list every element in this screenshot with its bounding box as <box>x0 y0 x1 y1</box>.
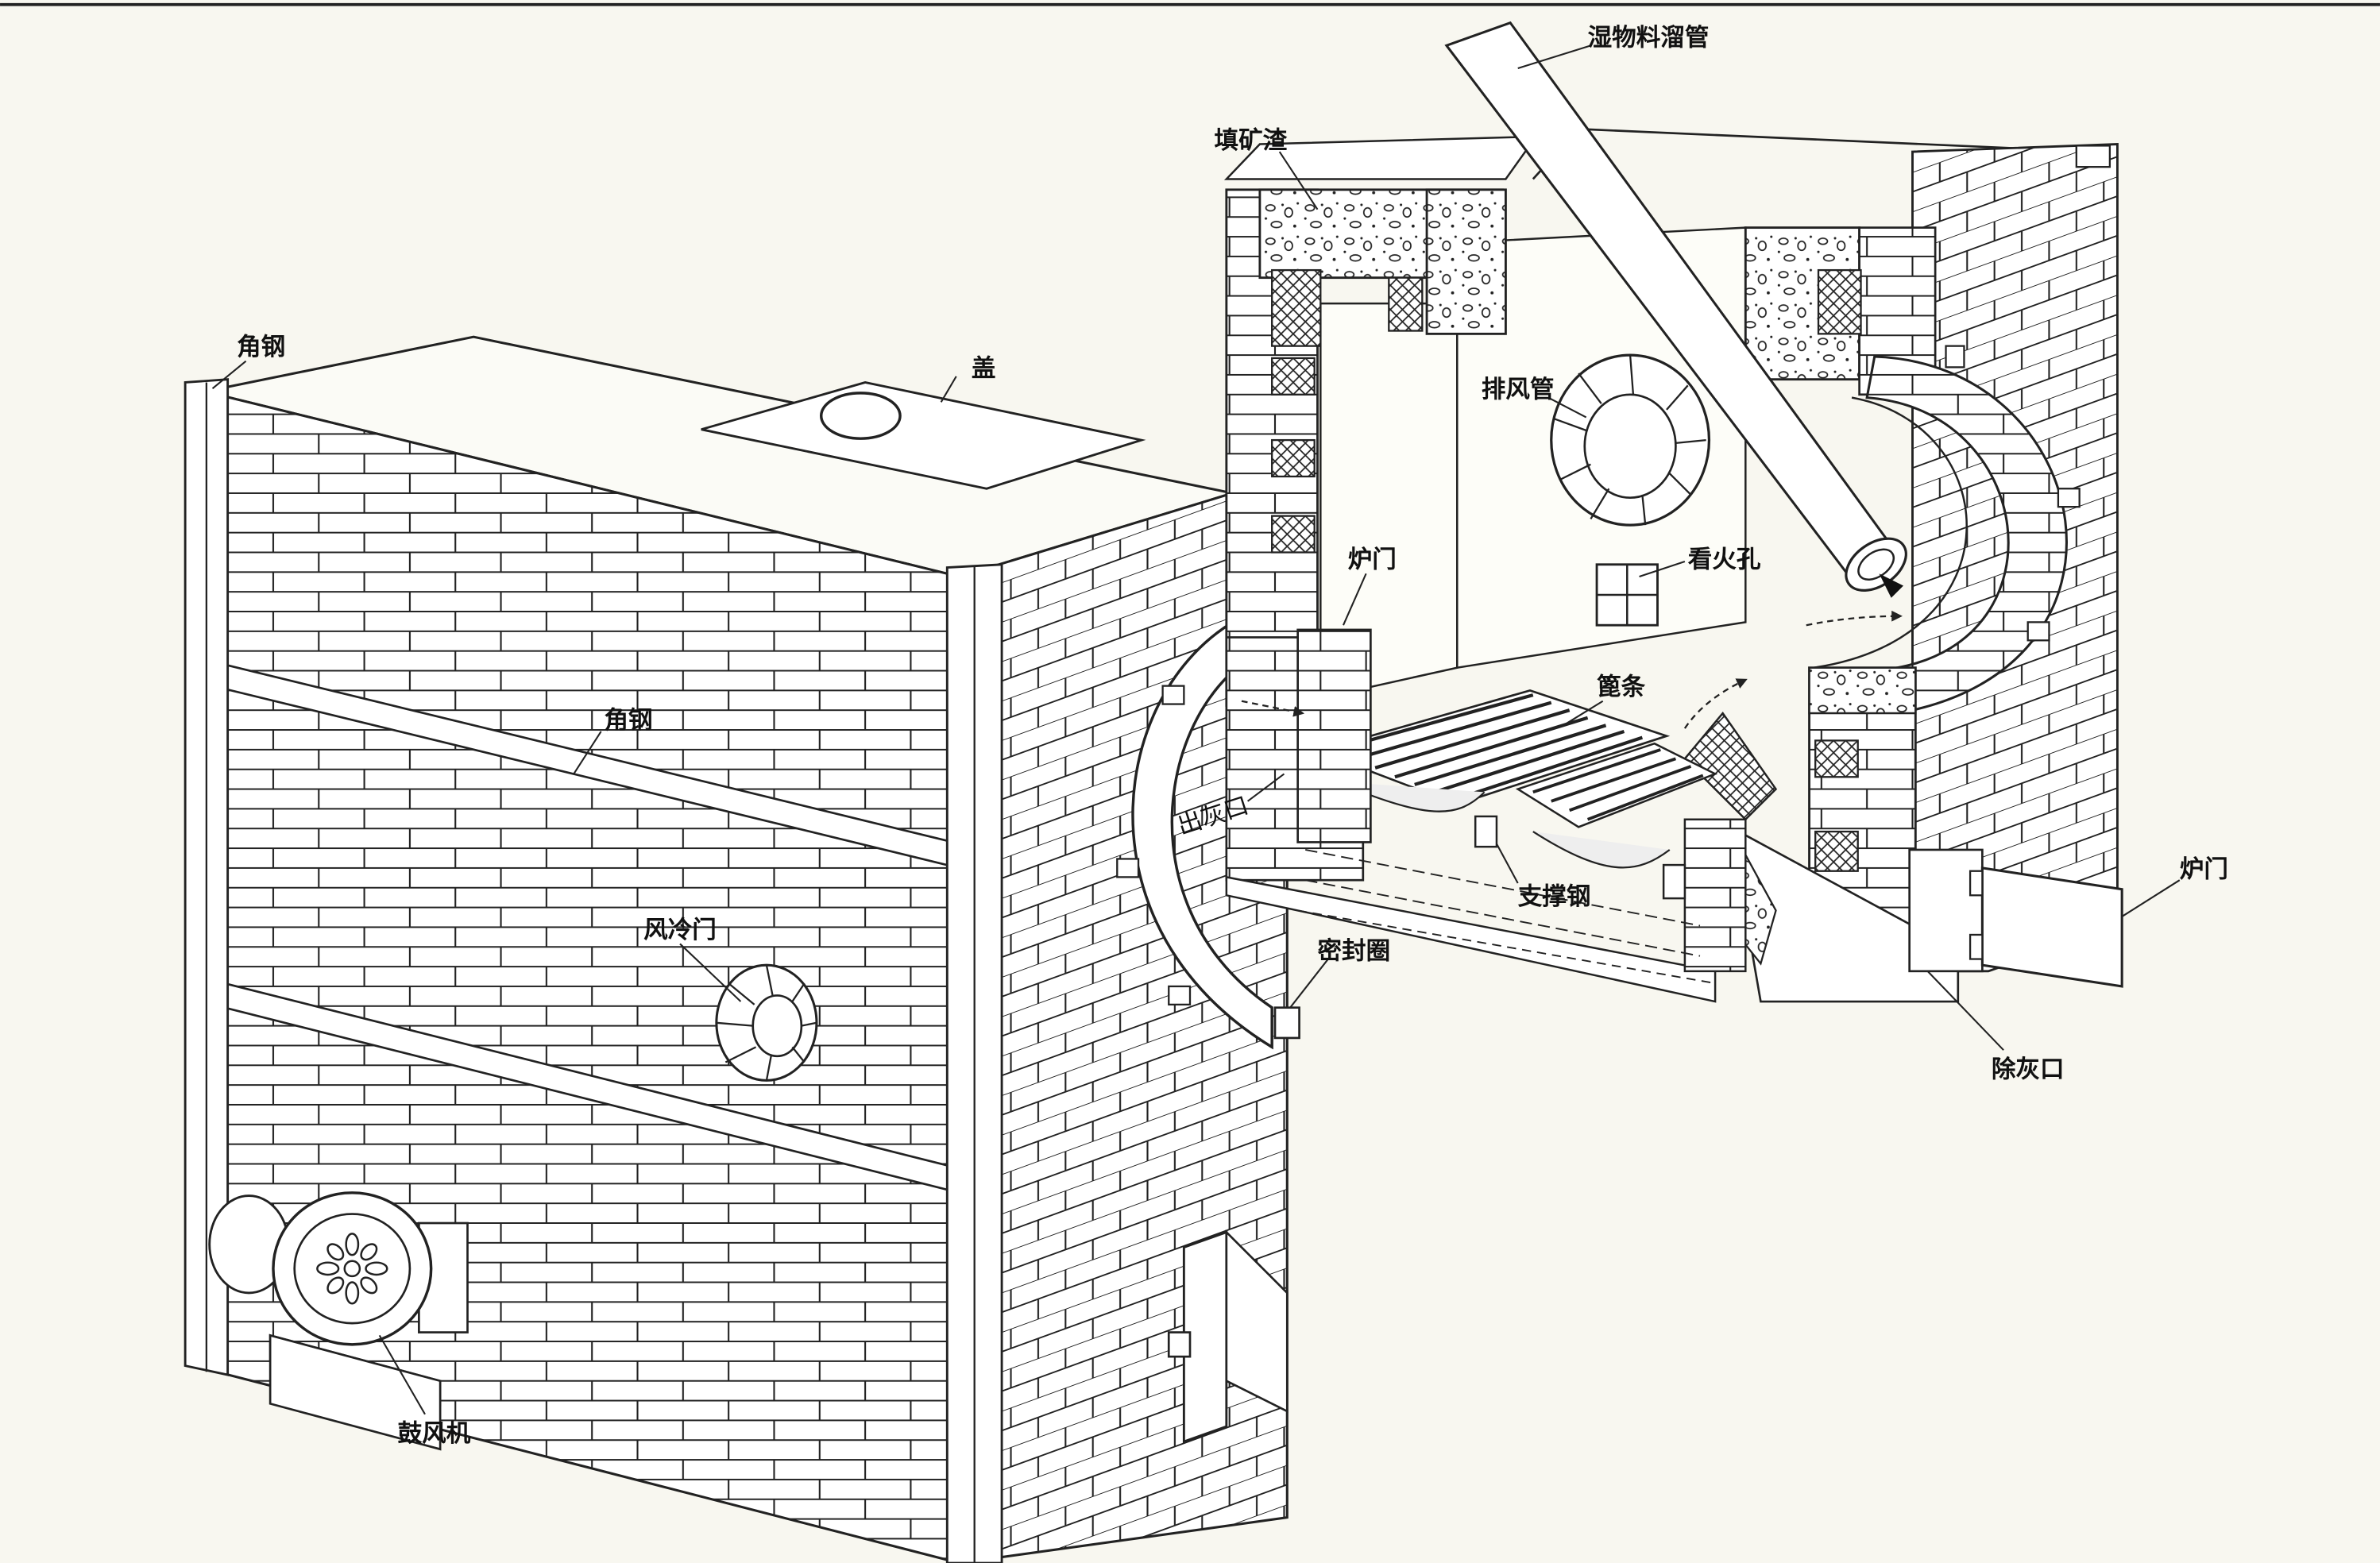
label-furnace-door-left: 炉门 <box>1348 546 1397 574</box>
label-slag-fill: 填矿渣 <box>1215 126 1288 155</box>
hatch-left-3 <box>1271 438 1316 478</box>
leader-wet-feed-chute <box>1517 44 1591 69</box>
blower-fan-icon <box>316 1233 388 1305</box>
labels: 湿物料溜管 填矿渣 角钢 盖 排风管 炉门 看火孔 角钢 篦条 出灰口 风冷门 … <box>237 24 2228 1448</box>
right-door-hinge-1 <box>1969 870 1984 897</box>
seal-ring <box>1116 597 1308 1050</box>
floor-dash-line <box>1297 909 1716 985</box>
hatch-top-1 <box>1388 276 1424 332</box>
leader-seal-ring <box>1289 958 1329 1009</box>
leader-exhaust-pipe <box>1547 396 1587 419</box>
right-furnace-door <box>1980 866 2123 988</box>
airflow-arrow-3 <box>1806 610 1903 627</box>
label-furnace-door-right: 炉门 <box>2180 855 2228 883</box>
hatch-right-top <box>1817 268 1862 335</box>
hatch-left-1 <box>1271 268 1322 347</box>
slag-fill-center <box>1425 188 1507 335</box>
label-ash-removal-port: 除灰口 <box>1992 1056 2065 1084</box>
furnace-floor <box>1225 875 1717 1003</box>
label-exhaust-pipe: 排风管 <box>1482 376 1555 404</box>
left-furnace-body <box>184 335 1308 1563</box>
wet-feed-chute <box>1444 21 1907 598</box>
right-door-hinge-2 <box>1969 933 1984 960</box>
right-corner-cap <box>2075 145 2111 168</box>
drying-arch-inner <box>1814 396 1968 669</box>
leader-support-steel <box>1496 843 1519 884</box>
leader-blower <box>378 1334 426 1415</box>
feed-arrow-icon <box>1879 573 1904 598</box>
arch-bracket-2 <box>2057 488 2081 508</box>
blower <box>208 1191 469 1451</box>
leader-air-cooling-door <box>679 943 742 1002</box>
leader-grate-bar <box>1563 700 1604 727</box>
center-support-column <box>1683 818 1747 973</box>
label-grate-bar: 篦条 <box>1597 673 1646 701</box>
label-angle-steel-mid: 角钢 <box>604 707 652 735</box>
label-blower: 鼓风机 <box>398 1420 471 1448</box>
grate-bars <box>1314 689 1718 869</box>
label-sight-hole: 看火孔 <box>1688 546 1761 574</box>
center-support-wedge <box>1683 711 1778 821</box>
leader-lines <box>211 44 2181 1415</box>
label-support-steel: 支撑钢 <box>1518 883 1591 911</box>
label-cover: 盖 <box>972 355 996 383</box>
lower-side-door <box>1167 1229 1289 1444</box>
hatch-left-4 <box>1271 515 1316 554</box>
leader-slag-fill <box>1278 151 1319 210</box>
leader-cover <box>940 376 957 403</box>
hatch-left-2 <box>1271 357 1316 396</box>
leader-angle-steel-top <box>211 360 247 389</box>
label-angle-steel-top: 角钢 <box>237 334 285 361</box>
leader-furnace-door-left <box>1343 573 1367 626</box>
cover-opening <box>819 392 902 440</box>
leader-ash-removal-port <box>1926 971 2004 1051</box>
arch-bracket-3 <box>2026 621 2050 642</box>
leader-sight-hole <box>1639 560 1686 578</box>
label-air-cooling-door: 风冷门 <box>643 917 717 944</box>
arch-bracket-1 <box>1945 345 1965 369</box>
left-furnace-door <box>1296 628 1372 843</box>
label-wet-feed-chute: 湿物料溜管 <box>1588 24 1710 52</box>
cover-plate <box>701 381 1146 490</box>
leader-ash-outlet <box>1246 773 1285 802</box>
hatch-right-2 <box>1814 830 1859 872</box>
air-cooling-door <box>715 963 818 1082</box>
leader-angle-steel-mid <box>573 731 602 775</box>
leader-furnace-door-right <box>2121 879 2181 917</box>
label-seal-ring: 密封圈 <box>1317 937 1390 966</box>
slag-band-right <box>1808 666 1917 715</box>
exhaust-pipe <box>1550 353 1711 527</box>
hatch-right-1 <box>1814 739 1859 778</box>
cutaway-furnace <box>1223 21 2123 1003</box>
